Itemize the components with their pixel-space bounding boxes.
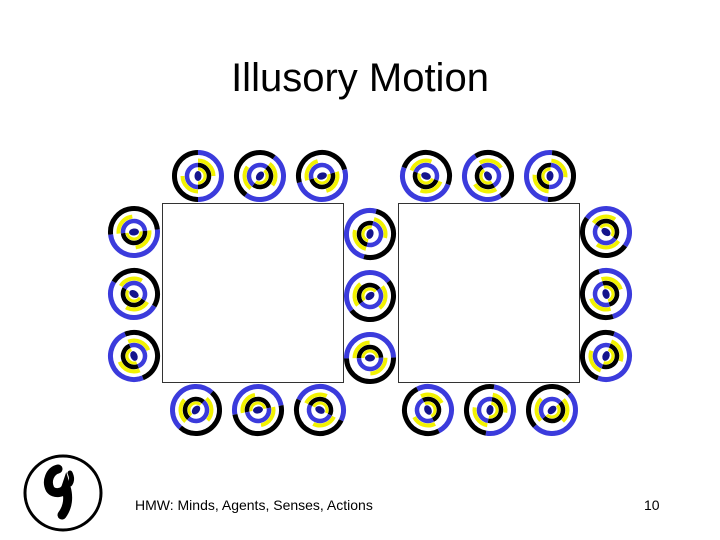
ring-wheel-icon [462,150,515,202]
ring-wheel-icon [232,384,284,436]
ring-wheel-icon [344,270,397,322]
ring-wheel-icon [580,268,632,320]
ring-wheel-icon [170,384,223,436]
right-square [398,203,580,383]
ring-wheel-icon [344,208,397,260]
ring-wheel-icon [526,383,578,436]
footer-text: HMW: Minds, Agents, Senses, Actions [135,497,373,513]
page-number: 10 [644,497,660,513]
ring-wheel-icon [402,384,454,436]
ring-wheel-icon [294,384,346,436]
ring-wheel-icon [296,149,348,202]
ring-wheel-icon [108,268,160,320]
left-square [162,203,344,383]
ring-wheel-icon [108,330,161,382]
slide-title: Illusory Motion [231,56,489,100]
ring-wheel-icon [400,150,452,202]
ring-wheel-icon [108,205,160,258]
ring-wheel-icon [524,150,577,202]
ring-wheel-icon [464,384,516,436]
ring-wheel-icon [234,149,286,202]
ring-wheel-icon [580,206,632,258]
ring-wheel-icon [580,330,632,382]
hmw-logo-icon [23,454,103,532]
ring-wheel-icon [344,332,396,384]
ring-wheel-icon [172,150,224,202]
